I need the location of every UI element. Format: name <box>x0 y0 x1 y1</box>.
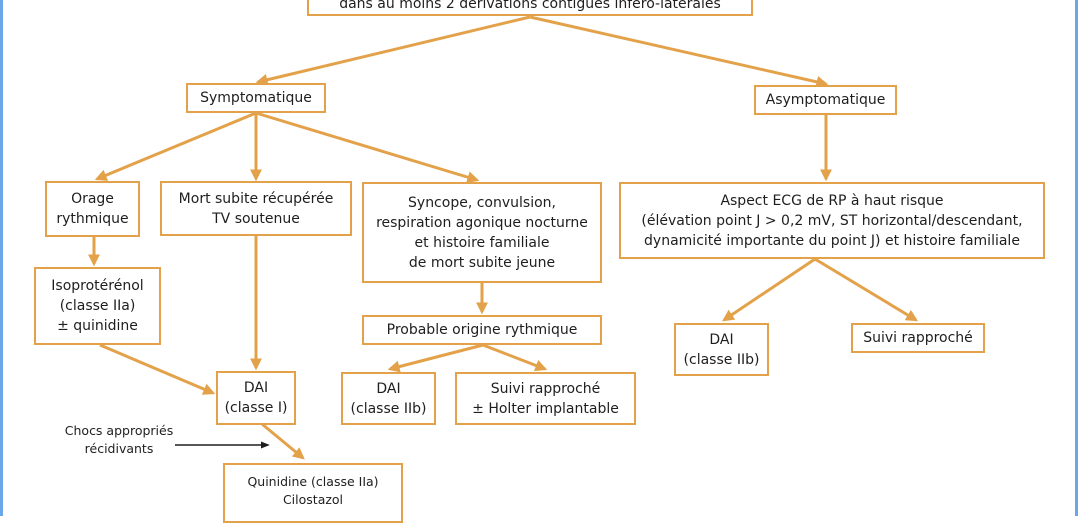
arrow-aspect-to-suivi <box>814 257 919 322</box>
quinidine-line-2: Cilostazol <box>282 492 344 507</box>
arrow-top-to-symptomatique <box>255 15 531 86</box>
syncope-box: Syncope, convulsion, respiration agoniqu… <box>362 182 602 283</box>
syncope-line-1: Syncope, convulsion, <box>408 194 556 211</box>
arrow-symptomatique-to-orage <box>94 111 257 181</box>
asymptomatique-box: Asymptomatique <box>754 85 897 115</box>
syncope-line-3: et histoire familiale <box>414 234 550 251</box>
mort-subite-line-2: TV soutenue <box>212 210 300 227</box>
left-frame-border <box>0 0 3 516</box>
syncope-line-2: respiration agonique nocturne <box>376 214 588 231</box>
aspect-line-1: Aspect ECG de RP à haut risque <box>720 192 944 209</box>
syncope-line-4: de mort subite jeune <box>408 254 556 271</box>
suivi-asympto-box: Suivi rapproché <box>851 323 985 353</box>
quinidine-line-1: Quinidine (classe IIa) <box>247 474 379 489</box>
orage-line-1: Orage <box>71 191 114 207</box>
arrow-isoproterenol-to-dai <box>99 343 216 395</box>
probable-label: Probable origine rythmique <box>386 322 578 338</box>
right-frame-border <box>1075 0 1078 516</box>
dai-classe-i-box: DAI (classe I) <box>216 371 296 425</box>
mort-subite-line-1: Mort subite récupérée <box>178 190 334 207</box>
chocs-appropries-note: Chocs appropriés récidivants <box>56 422 182 458</box>
dai-syncope-line-1: DAI <box>376 380 401 397</box>
quinidine-box: Quinidine (classe IIa) Cilostazol <box>223 463 403 523</box>
arrow-symptomatique-to-syncope <box>255 111 480 183</box>
asymptomatique-label: Asymptomatique <box>765 92 886 108</box>
symptomatique-box: Symptomatique <box>186 83 326 113</box>
orage-rythmique-box: Orage rythmique <box>45 181 140 237</box>
isoproterenol-line-3: ± quinidine <box>57 318 138 334</box>
isoproterenol-line-2: (classe IIa) <box>59 298 136 314</box>
dai-syncope-line-2: (classe IIb) <box>350 400 427 417</box>
dai-asympto-box: DAI (classe IIb) <box>674 323 769 376</box>
aspect-line-3: dynamicité importante du point J) et his… <box>644 232 1020 249</box>
symptomatique-label: Symptomatique <box>200 90 312 106</box>
arrow-probable-to-dai <box>387 343 484 373</box>
isoproterenol-line-1: Isoprotérénol <box>51 278 144 294</box>
suivi-syncope-line-2: ± Holter implantable <box>472 400 619 417</box>
probable-origine-box: Probable origine rythmique <box>362 315 602 345</box>
dai-classe-i-line-2: (classe I) <box>224 400 288 416</box>
dai-classe-i-line-1: DAI <box>243 380 269 396</box>
chocs-line-1: Chocs appropriés <box>64 423 174 438</box>
suivi-asympto-label: Suivi rapproché <box>863 330 973 346</box>
mort-subite-box: Mort subite récupérée TV soutenue <box>160 181 352 236</box>
dai-syncope-box: DAI (classe IIb) <box>341 372 436 425</box>
arrow-dai-to-quinidine <box>261 422 305 460</box>
chocs-line-2: récidivants <box>84 441 154 456</box>
suivi-syncope-line-1: Suivi rapproché <box>490 380 601 397</box>
dai-asympto-line-1: DAI <box>709 331 734 348</box>
dai-asympto-line-2: (classe IIb) <box>683 351 760 368</box>
arrow-probable-to-suivi <box>482 343 548 372</box>
arrow-top-to-asymptomatique <box>529 15 829 88</box>
top-criterion-box: dans au moins 2 dérivations contiguës in… <box>307 0 753 16</box>
orage-line-2: rythmique <box>56 211 129 227</box>
isoproterenol-box: Isoprotérénol (classe IIa) ± quinidine <box>34 267 161 345</box>
suivi-syncope-box: Suivi rapproché ± Holter implantable <box>455 372 636 425</box>
aspect-line-2: (élévation point J > 0,2 mV, ST horizont… <box>641 212 1023 229</box>
arrow-aspect-to-dai <box>722 257 816 322</box>
top-criterion-text: dans au moins 2 dérivations contiguës in… <box>339 0 721 12</box>
aspect-ecg-box: Aspect ECG de RP à haut risque (élévatio… <box>619 182 1045 259</box>
